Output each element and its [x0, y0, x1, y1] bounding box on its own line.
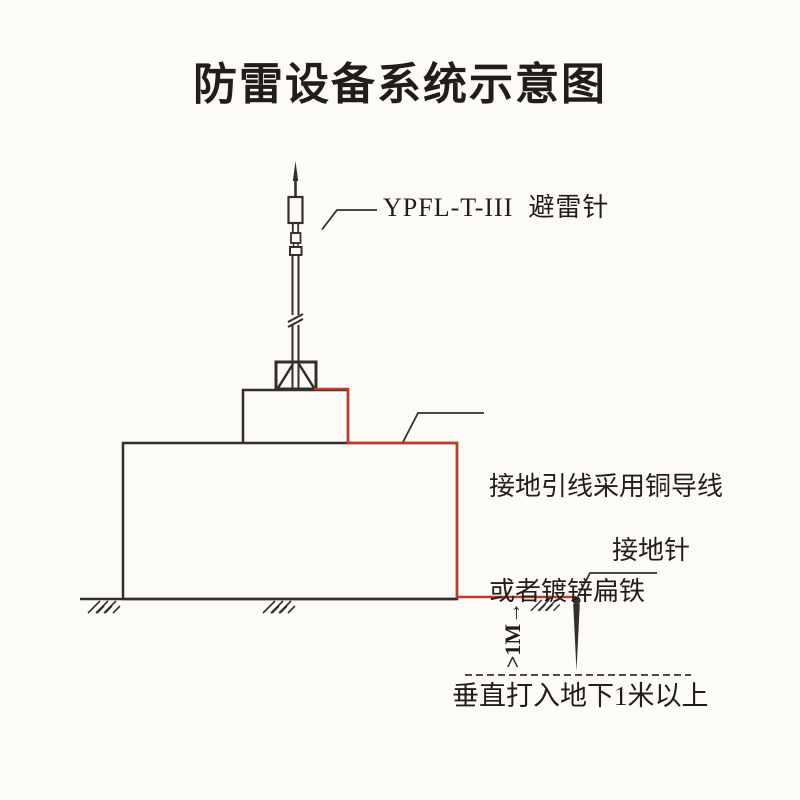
lightning-rod — [274, 161, 318, 391]
ground-hatch-middle — [262, 600, 296, 614]
rod-needle-shaft — [294, 181, 297, 197]
pole-break-stroke-2 — [287, 318, 304, 328]
lead-leader-line — [402, 412, 484, 443]
ground-lead-label: 接地引线采用铜导线 或者镀锌扁铁 — [489, 399, 723, 679]
pole-break-gap — [287, 315, 304, 325]
pin-leader-line — [576, 572, 657, 599]
ground-lead-label-line1: 接地引线采用铜导线 — [489, 472, 724, 501]
bracket-brace-right — [297, 363, 316, 389]
rod-cylinder — [287, 195, 304, 225]
bracket-brace-left — [276, 363, 295, 389]
ground-lead-label-line2: 或者镀锌扁铁 — [489, 577, 646, 606]
penthouse-outline — [241, 388, 350, 443]
bracket-frame — [274, 360, 318, 391]
pin-needle — [573, 604, 580, 671]
diagram-title: 防雷设备系统示意图 — [193, 60, 607, 109]
grounding-wire — [314, 387, 576, 599]
grounding-pin — [572, 596, 581, 671]
bottom-note-label: 垂直打入地下1米以上 — [452, 681, 709, 711]
rod-neck — [291, 222, 300, 234]
rod-leader-line — [321, 209, 377, 231]
building-outline — [121, 441, 459, 601]
rod-label: YPFL-T-III 避雷针 — [383, 193, 610, 222]
rod-needle-tip — [292, 161, 299, 181]
mounting-bracket — [274, 360, 318, 391]
rod-sleeve — [289, 246, 303, 256]
depth-note-label: >1M→ — [500, 601, 525, 669]
rod-collar — [290, 232, 302, 244]
ground-hatch-left — [87, 600, 121, 614]
pin-head-dot — [572, 596, 581, 605]
pole-break-stroke-1 — [287, 313, 304, 323]
ground-pin-label: 接地针 — [612, 536, 691, 565]
